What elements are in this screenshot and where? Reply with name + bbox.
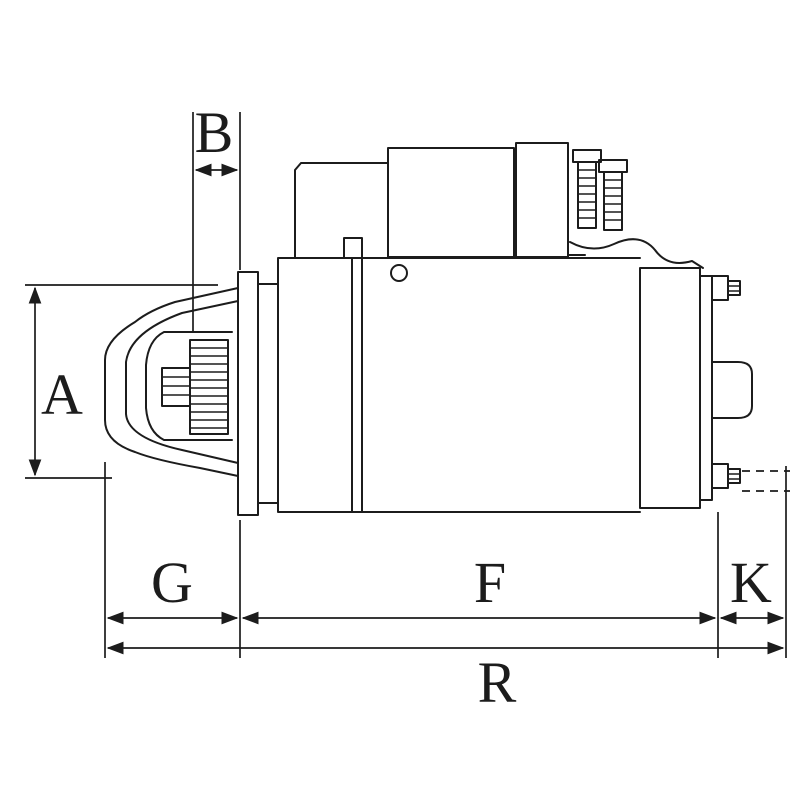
drive-shaft	[161, 367, 191, 407]
terminal-nut-1	[572, 149, 602, 163]
solenoid-lead-wire	[569, 238, 704, 269]
flange-step	[257, 283, 279, 504]
dim-label-b: B	[195, 100, 234, 165]
terminal-bump-top	[711, 275, 729, 301]
inspection-hole	[390, 264, 408, 282]
body-top-edge	[277, 257, 641, 285]
terminal-bump-bottom	[711, 463, 729, 489]
terminal-stud-2-threads	[604, 179, 622, 221]
end-cap	[639, 267, 701, 509]
terminal-bolt-bottom-threads	[728, 473, 740, 480]
terminal-nut-2	[598, 159, 628, 173]
body-bottom-edge	[277, 502, 641, 513]
dim-label-r: R	[478, 650, 517, 715]
end-cap-ring	[699, 275, 713, 501]
nose-housing-window	[145, 331, 233, 441]
dim-label-g: G	[151, 550, 193, 615]
solenoid-support-bracket	[294, 162, 389, 259]
pinion-gear-teeth	[190, 347, 228, 429]
dim-label-a: A	[41, 362, 83, 427]
field-terminal-boss	[711, 361, 753, 419]
nose-housing-inner	[125, 300, 239, 464]
dim-label-f: F	[474, 550, 506, 615]
nose-housing-outer	[104, 287, 239, 477]
drive-shaft-lines	[162, 376, 190, 396]
terminal-bolt-top	[727, 280, 741, 296]
solenoid-body	[387, 147, 515, 258]
terminal-bolt-bottom	[727, 468, 741, 484]
terminal-stud-1-threads	[578, 169, 596, 219]
body-top-notch	[343, 237, 363, 259]
mounting-flange	[237, 271, 259, 516]
solenoid-cap	[515, 142, 569, 258]
dim-label-k: K	[730, 550, 772, 615]
terminal-bolt-top-threads	[728, 285, 740, 292]
hidden-bolt-dashed-lines	[742, 470, 790, 492]
body-seam	[351, 257, 363, 513]
